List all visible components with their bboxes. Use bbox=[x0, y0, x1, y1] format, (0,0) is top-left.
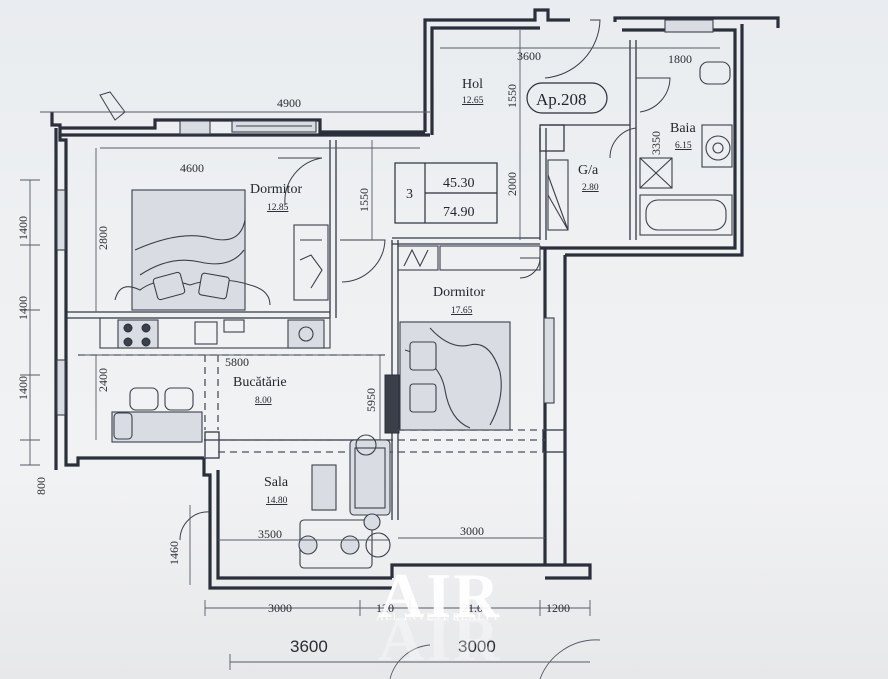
dim-800: 800 bbox=[34, 477, 48, 495]
total-area: 74.90 bbox=[443, 205, 475, 220]
dim-3600-top: 3600 bbox=[517, 49, 541, 63]
kitchen-furniture bbox=[99, 317, 331, 443]
room-name-ga: G/a bbox=[578, 163, 599, 178]
dim-120-bottom: 120 bbox=[376, 601, 394, 615]
room-area-baia: 6.15 bbox=[675, 141, 692, 151]
dim-2000: 2000 bbox=[505, 172, 519, 196]
dim-1800-top: 1800 bbox=[668, 52, 692, 66]
room-name-dormitor-1: Dormitor bbox=[250, 182, 302, 197]
dim-4900: 4900 bbox=[277, 96, 301, 110]
watermark-logo: AIR AIR ALL INVEST REALTY bbox=[376, 560, 501, 674]
room-name-bucatarie: Bucătărie bbox=[233, 375, 287, 390]
dim-2400: 2400 bbox=[96, 368, 110, 392]
room-name-dormitor-2: Dormitor bbox=[433, 285, 485, 300]
dim-4600: 4600 bbox=[180, 161, 204, 175]
dim-5800: 5800 bbox=[225, 355, 249, 369]
dim-21-bottom: 21.0 bbox=[462, 601, 483, 615]
watermark-subtitle: ALL INVEST REALTY bbox=[376, 611, 501, 623]
outer-walls bbox=[50, 8, 780, 590]
room-name-baia: Baia bbox=[670, 121, 696, 136]
dim-3350: 3350 bbox=[649, 131, 663, 155]
windows bbox=[56, 19, 714, 434]
bedroom1-furniture bbox=[114, 189, 329, 311]
room-labels: Hol 12.65 Baia 6.15 G/a 2.80 Dormitor 12… bbox=[233, 77, 696, 506]
bedroom2-furniture bbox=[397, 245, 541, 431]
dim-3000-sala: 3000 bbox=[460, 524, 484, 538]
dim-3600-bottom: 3600 bbox=[290, 637, 328, 656]
room-area-ga: 2.80 bbox=[582, 183, 599, 193]
room-count: 3 bbox=[406, 187, 413, 202]
dim-3000-bottom-big: 3000 bbox=[458, 637, 496, 656]
room-area-hol: 12.65 bbox=[462, 96, 484, 106]
dim-1400-b: 1400 bbox=[16, 296, 30, 320]
watermark-letters-shadow: AIR bbox=[378, 603, 501, 674]
bathroom-furniture bbox=[547, 61, 733, 236]
dim-1550-mid: 1550 bbox=[357, 188, 371, 212]
area-summary-box: 3 45.30 74.90 bbox=[394, 162, 498, 224]
room-name-sala: Sala bbox=[264, 475, 289, 490]
apartment-label: Ap.208 bbox=[526, 82, 608, 114]
dim-1400-a: 1400 bbox=[16, 216, 30, 240]
room-area-sala: 14.80 bbox=[266, 496, 288, 506]
dim-3500: 3500 bbox=[258, 527, 282, 541]
room-area-dormitor-2: 17.65 bbox=[451, 306, 473, 316]
dimension-labels: 3600 1800 4900 4600 1550 3350 2000 1550 … bbox=[16, 49, 692, 656]
dim-2800: 2800 bbox=[96, 226, 110, 250]
dim-1200-bottom: 1200 bbox=[546, 601, 570, 615]
dim-5950: 5950 bbox=[364, 388, 378, 412]
dim-3000-bottom: 3000 bbox=[268, 601, 292, 615]
living-furniture bbox=[298, 434, 391, 569]
dim-1460: 1460 bbox=[167, 541, 181, 565]
room-area-bucatarie: 8.00 bbox=[255, 396, 272, 406]
room-name-hol: Hol bbox=[462, 77, 483, 92]
apartment-number: Ap.208 bbox=[536, 90, 587, 109]
room-area-dormitor-1: 12.85 bbox=[267, 203, 289, 213]
dim-1400-c: 1400 bbox=[16, 376, 30, 400]
living-area: 45.30 bbox=[443, 176, 475, 191]
dim-1550-hol: 1550 bbox=[505, 84, 519, 108]
dimension-lines bbox=[20, 30, 720, 679]
watermark-letters: AIR bbox=[378, 560, 501, 631]
interior-walls bbox=[67, 40, 637, 520]
